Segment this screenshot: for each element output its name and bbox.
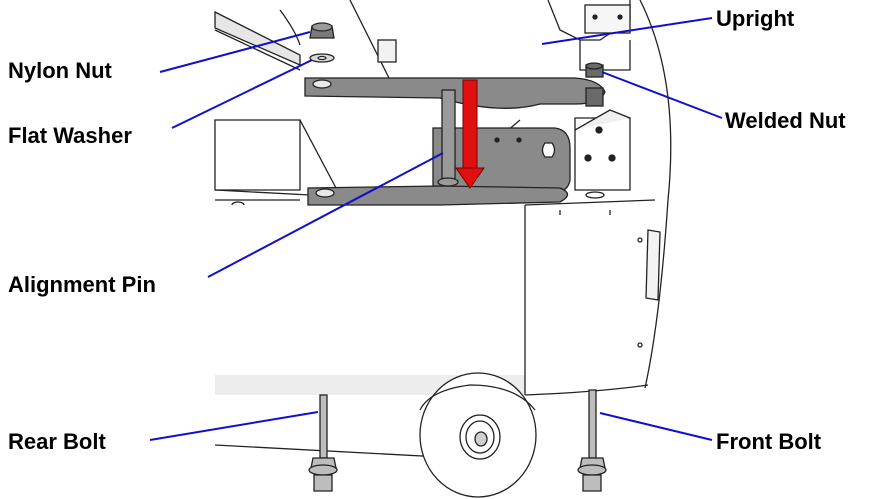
rear-bolt-shaft	[319, 394, 328, 459]
wheel-axle	[474, 431, 488, 447]
leader-alignment-pin	[207, 152, 444, 278]
label-alignment-pin: Alignment Pin	[8, 272, 156, 297]
front-bolt-head	[582, 474, 602, 492]
label-flat-washer: Flat Washer	[8, 123, 132, 148]
leader-welded-nut	[601, 71, 723, 119]
upright-plate	[584, 4, 631, 34]
bracket-rivet	[516, 137, 522, 143]
left-plate-edge	[214, 189, 311, 196]
leader-rear-bolt	[149, 411, 319, 441]
nylon-nut-top	[311, 22, 333, 32]
insert-direction-arrow-icon	[455, 79, 485, 189]
front-bolt-washer	[577, 464, 607, 476]
label-rear-bolt: Rear Bolt	[8, 429, 106, 454]
upper-arm-hole	[312, 79, 332, 89]
floor-line	[214, 444, 461, 459]
hinge-block	[574, 117, 631, 191]
label-nylon-nut: Nylon Nut	[8, 58, 113, 83]
front-panel-top	[524, 199, 656, 206]
left-plate	[214, 119, 301, 191]
lower-arm-hole	[315, 188, 335, 198]
rear-bolt-head	[313, 474, 333, 492]
frame-curve	[279, 9, 301, 46]
rear-bolt-washer	[308, 464, 338, 476]
housing-hole	[637, 237, 643, 243]
leader-front-bolt	[599, 412, 713, 441]
alignment-pin-base	[437, 177, 459, 187]
machine-illustration	[214, 0, 672, 498]
leader-lines	[149, 17, 723, 441]
label-upright: Upright	[716, 6, 795, 31]
plate-hole	[617, 14, 623, 20]
hinge-hole	[608, 154, 616, 162]
front-bolt-shaft	[588, 389, 597, 459]
hinge-bolt	[585, 191, 605, 199]
leader-flat-washer	[171, 59, 313, 129]
hinge-top	[574, 109, 631, 131]
lower-arm	[307, 185, 569, 206]
plate-hole	[592, 14, 598, 20]
housing-slot	[645, 229, 661, 301]
wheel-top	[419, 384, 536, 411]
leader-nylon-nut	[159, 31, 311, 73]
label-welded-nut: Welded Nut	[725, 108, 846, 133]
welded-nut-top	[585, 62, 603, 70]
welded-nut-lower	[585, 87, 604, 107]
label-front-bolt: Front Bolt	[716, 429, 822, 454]
leader-upright	[541, 17, 713, 45]
housing-hole	[637, 342, 643, 348]
housing-right-curve	[639, 0, 672, 389]
upright-tab	[377, 39, 397, 63]
front-panel-fill	[215, 205, 525, 395]
alignment-pin-shaft	[441, 89, 456, 183]
frame-edge	[214, 29, 301, 71]
bracket-rivet	[494, 137, 500, 143]
front-panel-bottom	[524, 384, 649, 396]
bracket-slot	[541, 142, 556, 158]
hinge-hole	[595, 126, 603, 134]
upright-lower	[579, 40, 631, 71]
flat-washer-hole	[317, 55, 327, 61]
hinge-hole	[584, 154, 592, 162]
